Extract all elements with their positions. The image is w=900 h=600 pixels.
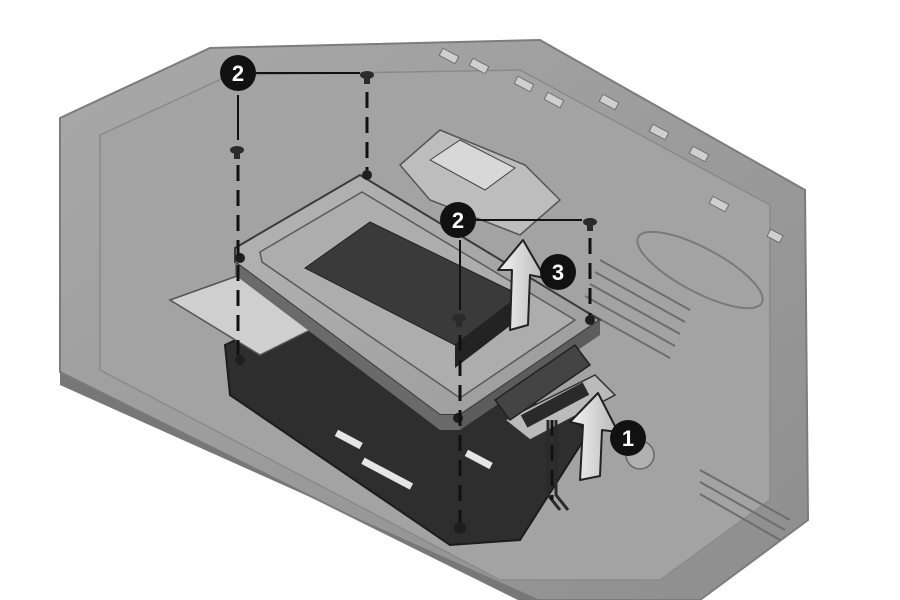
drive-rear-block xyxy=(455,295,520,368)
bay-contacts xyxy=(334,429,493,490)
hard-drive-side xyxy=(235,262,460,430)
svg-text:2: 2 xyxy=(452,208,464,233)
connector-icon xyxy=(520,382,590,428)
drive-connector xyxy=(493,343,592,422)
svg-text:2: 2 xyxy=(232,61,244,86)
screw-icon xyxy=(230,71,597,327)
alignment-lines xyxy=(236,92,592,522)
hard-drive-side-right xyxy=(460,320,600,430)
screw-holes xyxy=(235,170,595,534)
callout-2-left: 2 xyxy=(220,55,256,91)
memory-chip xyxy=(429,139,516,191)
callout-1: 1 xyxy=(610,420,646,456)
callout-2-right: 2 xyxy=(440,202,476,238)
callout-3: 3 xyxy=(540,254,576,290)
top-vents xyxy=(438,47,784,244)
connector-cable xyxy=(546,420,570,511)
svg-text:3: 3 xyxy=(552,260,564,285)
leader-lines xyxy=(237,72,582,310)
svg-text:1: 1 xyxy=(622,426,634,451)
arrow-up-icon xyxy=(569,392,619,481)
arrow-up-icon xyxy=(497,239,546,331)
vent-oval xyxy=(636,230,764,310)
